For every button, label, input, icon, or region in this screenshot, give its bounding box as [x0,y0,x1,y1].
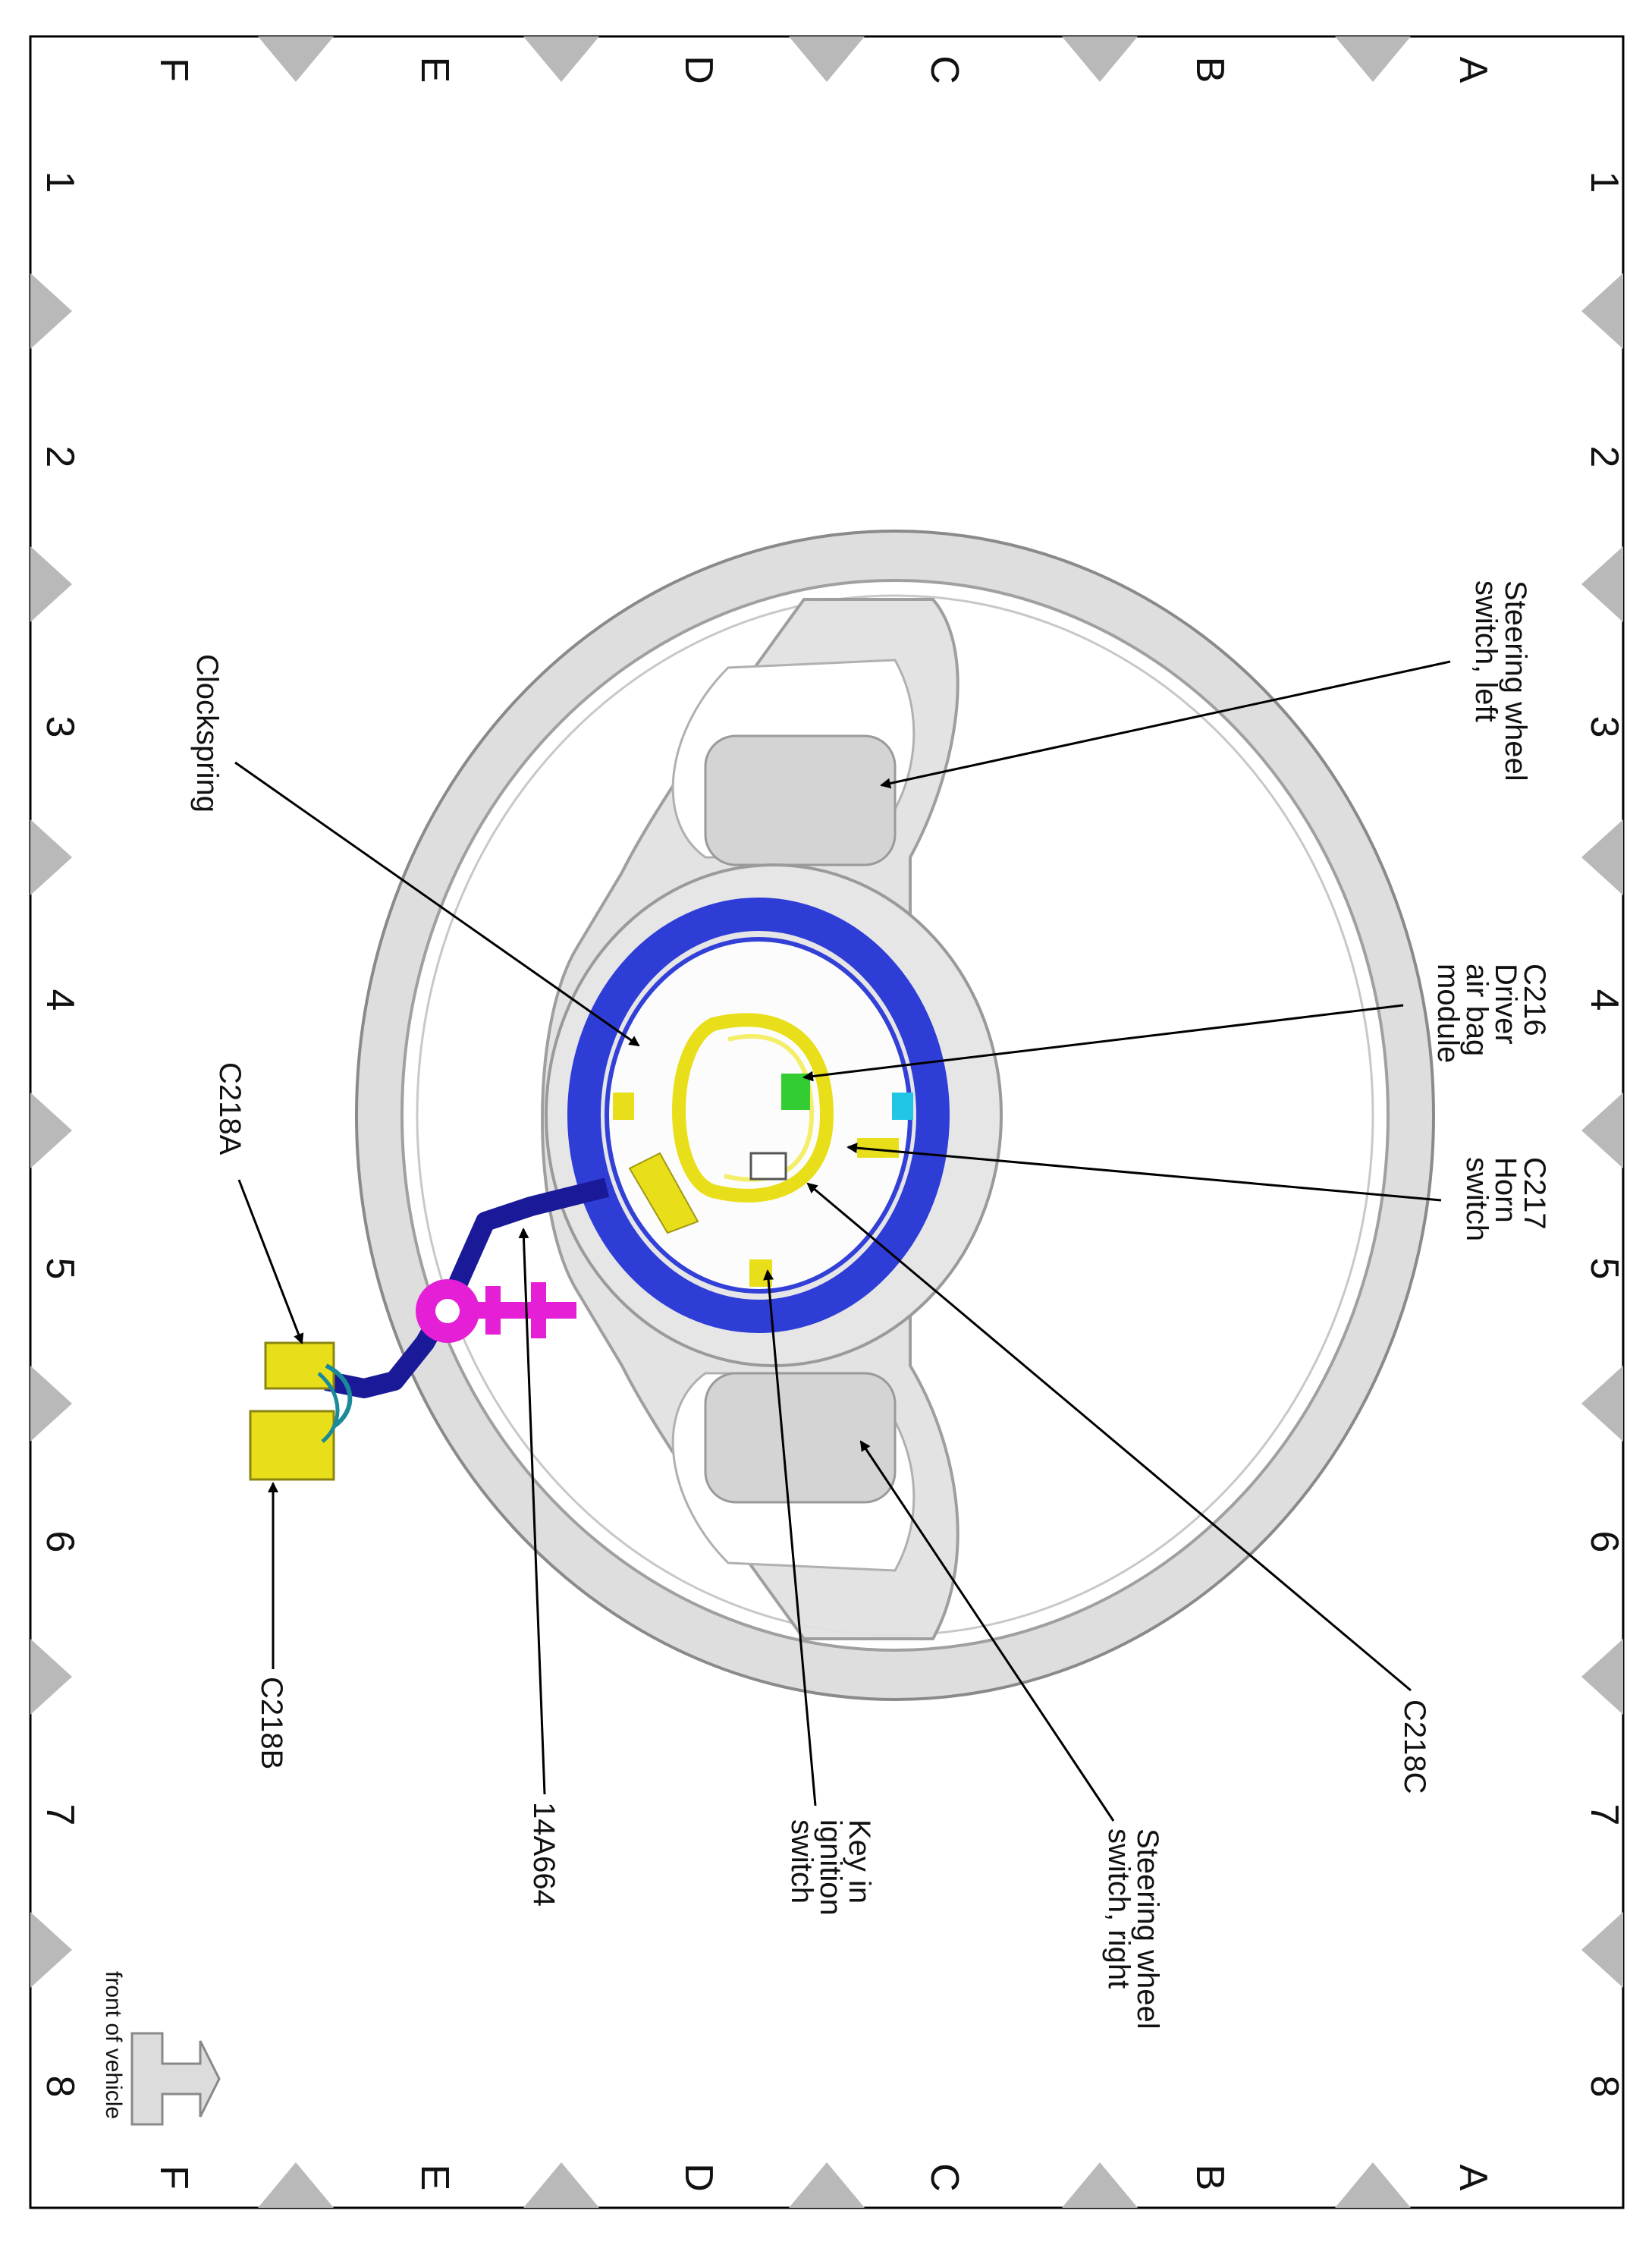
label-c218c: C218C [1398,1699,1431,1794]
label-sw-right-1: Steering wheel [1131,1828,1164,2030]
label-14a664: 14A664 [527,1802,561,1907]
grid-letter-d-bottom: D [677,2163,721,2192]
grid-num-4-right: 4 [1582,989,1626,1011]
grid-num-1-right: 1 [1582,171,1626,193]
label-sw-right-2: switch, right [1102,1828,1135,1989]
label-key-in-2: ignition [814,1819,847,1916]
grid-num-2-left: 2 [38,446,82,468]
grid-numbers-left: 1 2 3 4 5 6 7 8 [38,171,82,2098]
grid-letter-c-top: C [922,55,966,84]
grid-num-3-left: 3 [38,716,82,738]
callout-c216: C216 Driver air bag module [1431,964,1551,1063]
grid-num-7-right: 7 [1582,1804,1626,1826]
grid-letter-e-top: E [413,57,457,83]
leader-sw-right [859,1440,1115,1822]
leader-c218a [237,1179,304,1344]
air-bag-harness [628,1013,899,1234]
leader-c218c [806,1182,1412,1692]
label-c216-3: air bag [1460,964,1493,1056]
grid-num-8-left: 8 [38,2076,82,2098]
leader-14a664 [518,1228,546,1795]
label-sw-left-1: Steering wheel [1499,580,1532,781]
grid-num-6-left: 6 [38,1531,82,1553]
label-c217-2: Horn [1489,1157,1522,1223]
label-c217-3: switch [1460,1157,1493,1241]
grid-num-7-left: 7 [38,1804,82,1826]
grid-num-8-right: 8 [1582,2076,1626,2098]
grid-num-5-right: 5 [1582,1258,1626,1280]
c216-connector-shape [781,1074,810,1110]
grid-letters-top: A B C D E F [152,55,1495,84]
grid-letters-bottom: A B C D E F [152,2163,1495,2192]
label-clockspring: Clockspring [190,654,224,813]
label-c216-1: C216 [1518,964,1551,1036]
grid-letter-e-bottom: E [413,2165,457,2191]
leader-lines [234,660,1451,1822]
callout-key-in-ignition-switch: Key in ignition switch [785,1819,876,1916]
grid-num-1-left: 1 [38,171,82,193]
grid-letter-c-bottom: C [922,2163,966,2192]
harness-14a664 [324,1178,610,1398]
clockspring [567,898,950,1333]
label-key-in-3: switch [785,1819,818,1904]
label-c216-4: module [1431,964,1465,1063]
leader-key-in [763,1269,817,1806]
grid-markers [30,36,1623,2208]
label-c216-2: Driver [1489,964,1522,1045]
label-c218a: C218A [213,1062,247,1156]
front-of-vehicle-arrow-icon [130,2032,221,2126]
grid-num-2-right: 2 [1582,446,1626,468]
label-key-in-1: Key in [843,1819,876,1904]
grid-letter-a-bottom: A [1451,2165,1495,2191]
grid-letter-f-top: F [152,58,196,82]
leader-clockspring [234,761,640,1047]
grid-letter-b-bottom: B [1188,2165,1232,2191]
c218-connectors [249,1341,353,1481]
leader-c216 [802,1004,1404,1082]
grid-num-6-right: 6 [1582,1531,1626,1553]
callout-steering-wheel-switch-right: Steering wheel switch, right [1102,1828,1164,2030]
label-c218b: C218B [255,1677,288,1769]
label-sw-left-2: switch, left [1469,580,1503,722]
callout-c217: C217 Horn switch [1460,1157,1551,1241]
grid-letter-b-top: B [1188,57,1232,83]
grid-num-4-left: 4 [38,989,82,1011]
grid-letter-f-bottom: F [152,2165,196,2190]
grid-num-3-right: 3 [1582,716,1626,738]
grid-letter-d-top: D [677,55,721,84]
grid-numbers-right: 1 2 3 4 5 6 7 8 [1582,171,1626,2098]
grid-letter-a-top: A [1451,57,1495,83]
callout-steering-wheel-switch-left: Steering wheel switch, left [1469,580,1532,781]
front-of-vehicle-label: front of vehicle [101,1971,126,2119]
leader-c217 [846,1143,1442,1202]
front-of-vehicle-indicator: front of vehicle [101,1971,221,2126]
grid-num-5-left: 5 [38,1258,82,1280]
label-c217-1: C217 [1518,1157,1551,1230]
leader-sw-left [880,660,1451,789]
